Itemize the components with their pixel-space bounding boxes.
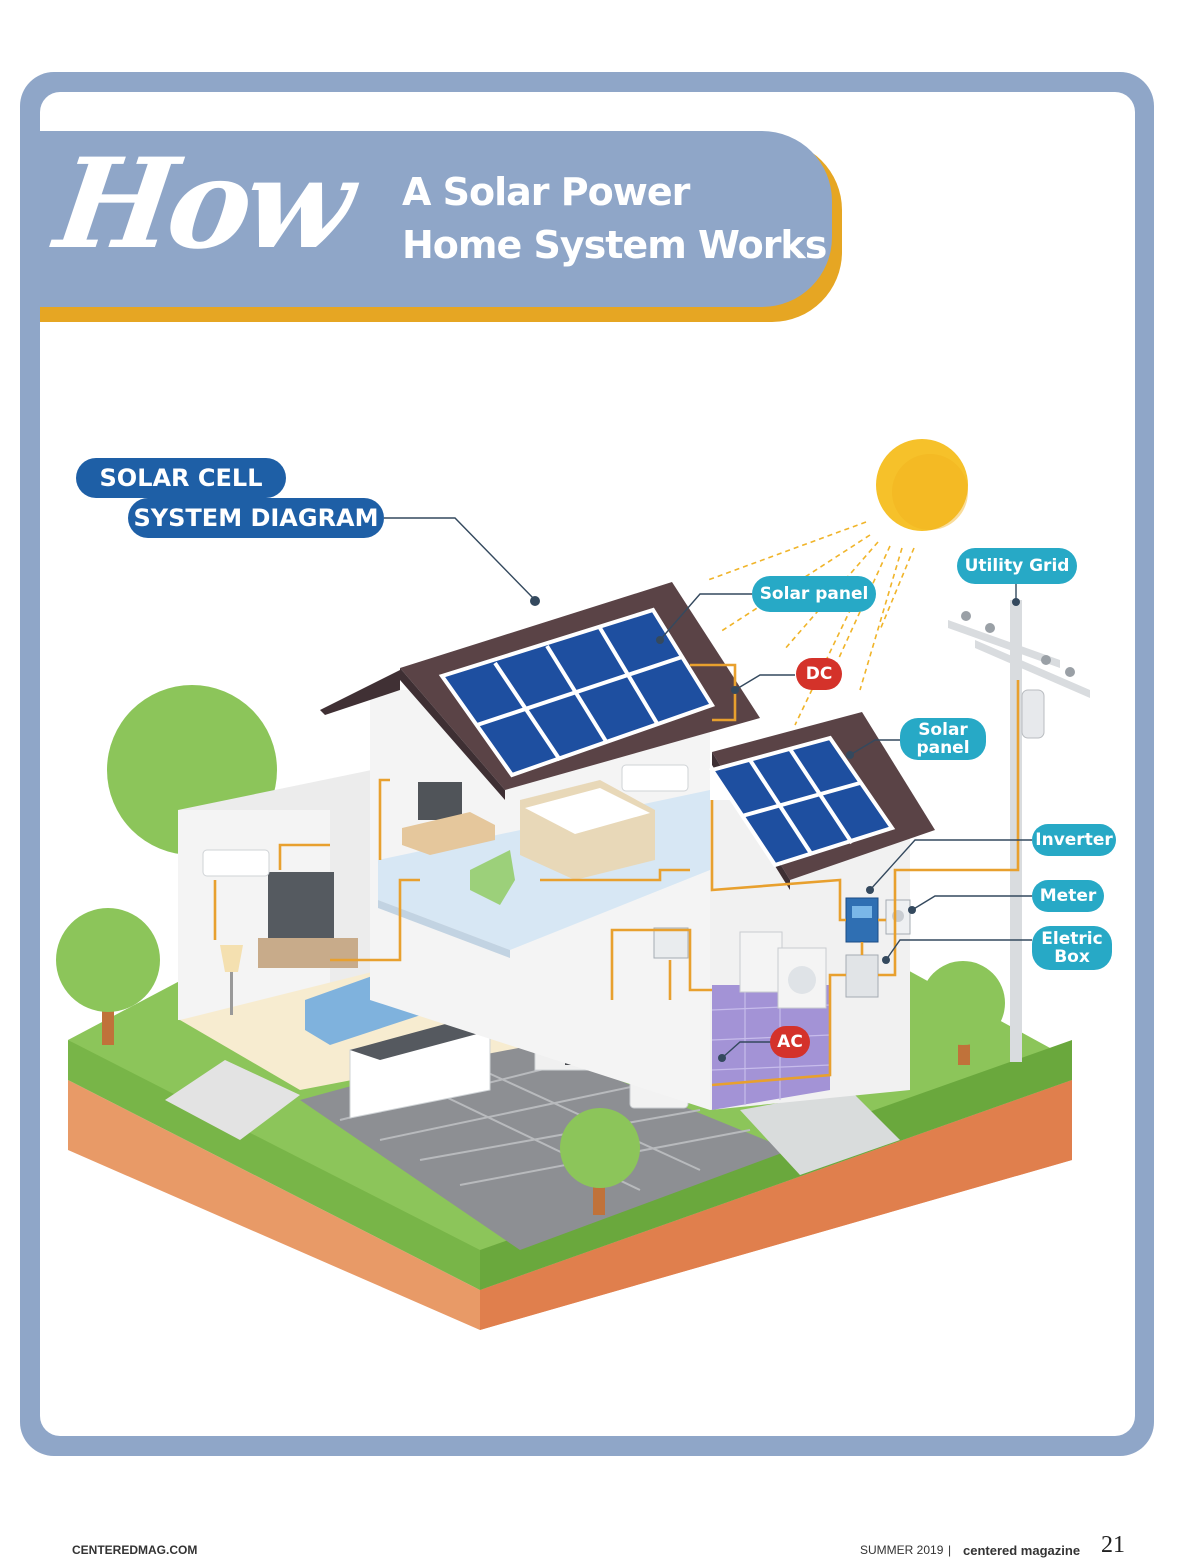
electric-box-device [845,954,879,998]
callout-lines [384,517,1032,1059]
floor-lamp-icon [220,945,243,1015]
label-ac: AC [770,1026,810,1058]
inverter-device [845,897,879,943]
label-utility-grid: Utility Grid [957,548,1077,584]
page-number: 21 [1101,1532,1125,1558]
footer-magazine-name: centered magazine [963,1543,1081,1558]
lower-solar-array [708,735,896,868]
washing-machine-icon [739,931,783,993]
label-meter: Meter [1032,880,1104,912]
title-line-2: Home System Works [402,223,827,267]
tree-left-small [56,908,160,1045]
desk-icon [402,812,495,855]
label-dc: DC [796,658,842,690]
label-solar-panel-lower: Solar panel [900,718,986,760]
computer-monitor-icon [418,782,462,820]
label-solar-panel-roof: Solar panel [752,576,876,612]
label-electric-box-line-2: Box [1054,947,1090,967]
diagram-heading-line-2: SYSTEM DIAGRAM [128,498,384,538]
title-line-1: A Solar Power [402,170,690,214]
roof-solar-array [438,607,716,778]
tree-front [560,1108,640,1215]
callout-dot [530,596,540,606]
sun-icon [876,439,968,531]
label-solar-panel-lower-line-1: Solar [918,720,968,740]
entry-stairs [165,1060,300,1140]
air-conditioner-icon [202,849,270,877]
diagram-heading-line-1: SOLAR CELL [76,458,286,498]
label-electric-box: Eletric Box [1032,926,1112,970]
sun-rays [707,521,915,726]
page-title: A Solar Power Home System Works [402,166,827,272]
footer-issue: SUMMER 2019 [860,1543,944,1557]
wiring [213,663,1020,1087]
footer-website: CENTEREDMAG.COM [72,1543,198,1557]
label-solar-panel-lower-line-2: panel [916,738,970,758]
tv-icon [268,872,334,942]
tree-right [921,961,1005,1065]
footer-separator: | [948,1543,952,1557]
label-inverter: Inverter [1032,824,1116,856]
chair-icon [470,850,515,905]
label-electric-box-line-1: Eletric [1041,929,1103,949]
wall-thermostat-icon [653,927,689,959]
title-banner [40,131,832,307]
air-conditioner-icon [621,764,689,792]
